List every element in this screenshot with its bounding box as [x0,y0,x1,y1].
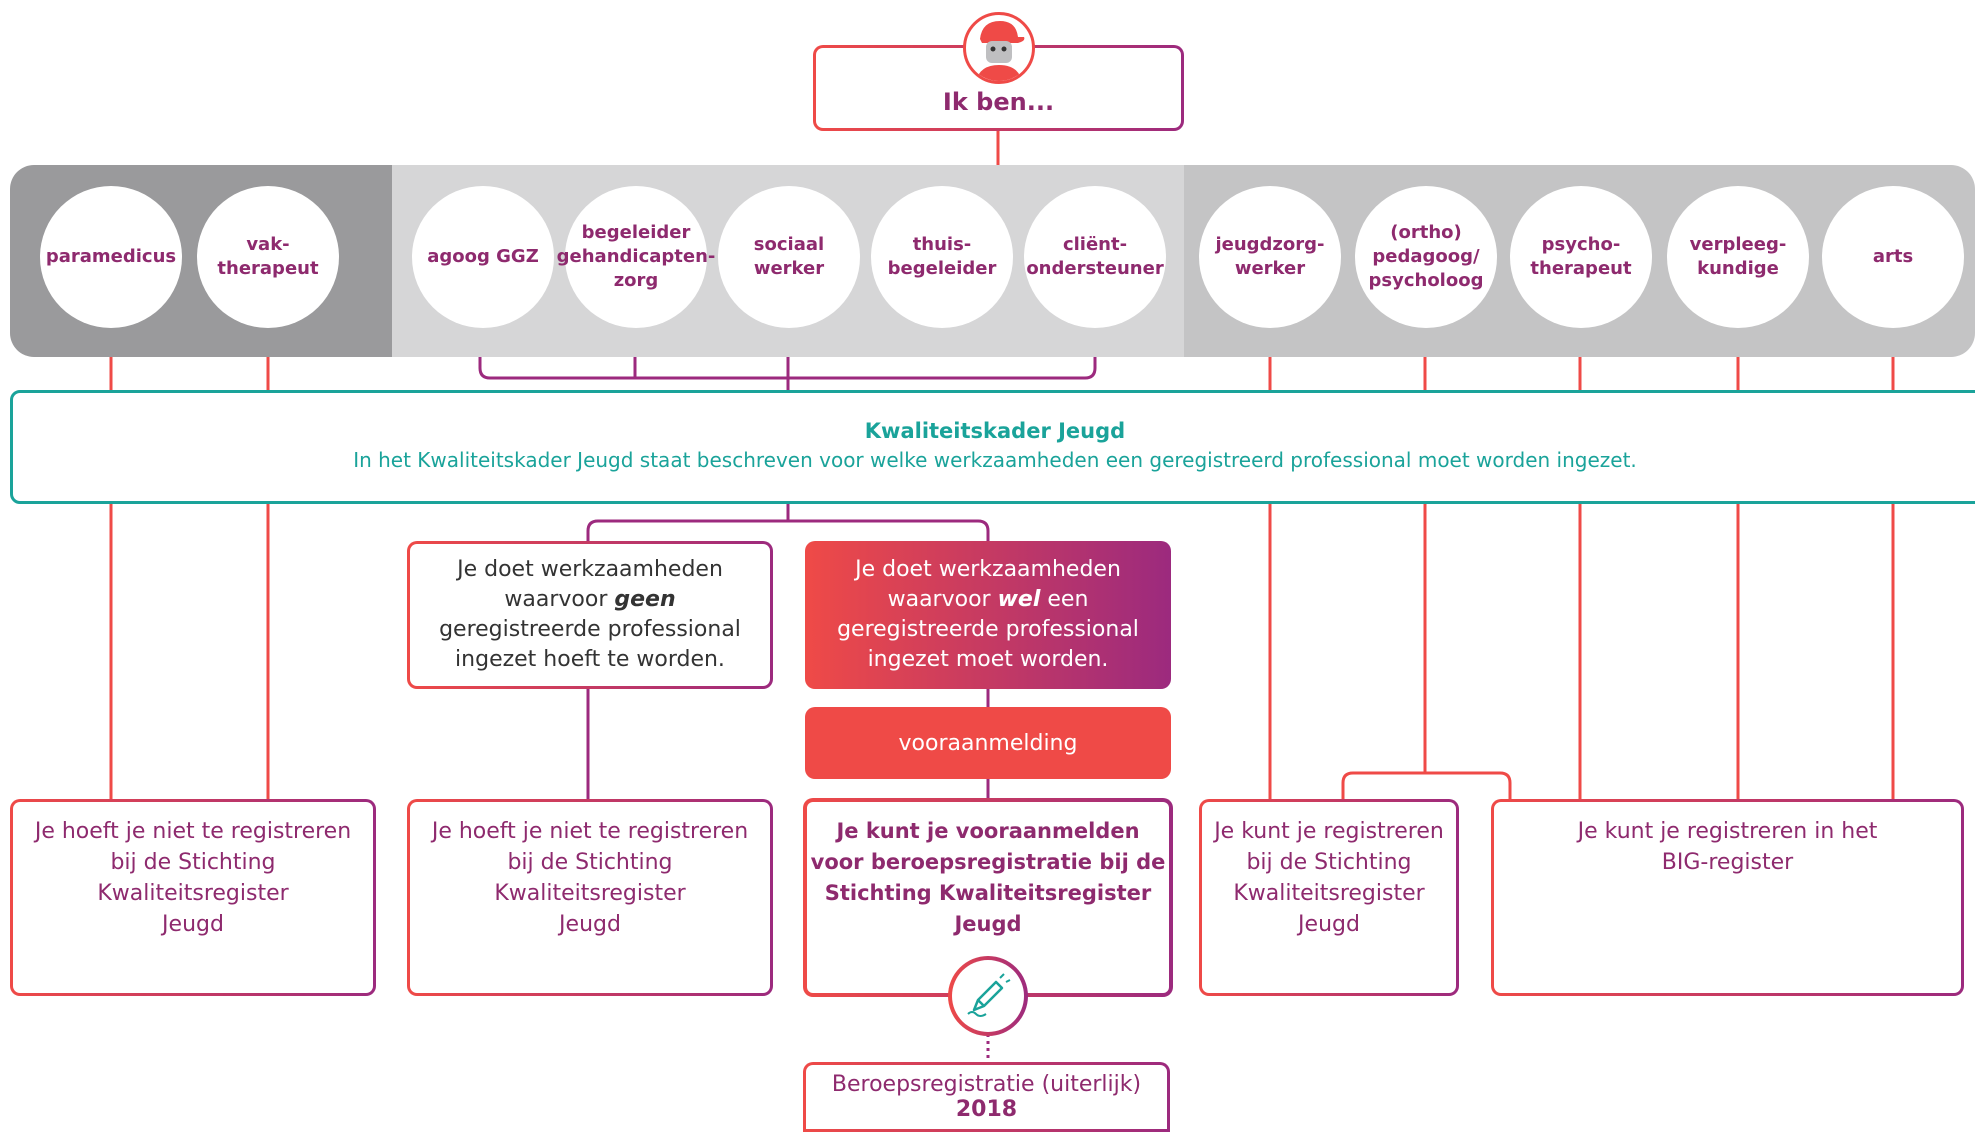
pen-icon [948,956,1028,1036]
outcome-no-registration-1: Je hoeft je niet te registreren bij de S… [10,799,376,996]
outcome-skj-register: Je kunt je registreren bij de Stichting … [1199,799,1459,996]
profession-thuisbegeleider: thuis- begeleider [871,186,1013,328]
profession-psychotherapeut: psycho- therapeut [1510,186,1652,328]
profession-sociaal-werker: sociaal werker [718,186,860,328]
preregistration-label: vooraanmelding [898,730,1078,756]
outcome-big-register-text: Je kunt je registreren in het BIG-regist… [1577,819,1878,875]
work-no-registration-box: Je doet werkzaamheden waarvoor geen gere… [407,541,773,689]
framework-box: Kwaliteitskader Jeugd In het Kwaliteitsk… [10,390,1975,504]
profession-orthopedagoog: (ortho) pedagoog/ psycholoog [1355,186,1497,328]
outcome-no-registration-2-text: Je hoeft je niet te registreren bij de S… [431,819,749,937]
registration-deadline-box: Beroepsregistratie (uiterlijk) 2018 [803,1062,1170,1132]
profession-agoog-ggz: agoog GGZ [412,186,554,328]
outcome-preregister-text: Je kunt je vooraanmelden voor beroepsreg… [810,819,1166,936]
outcome-skj-register-text: Je kunt je registreren bij de Stichting … [1214,819,1444,937]
framework-description: In het Kwaliteitskader Jeugd staat besch… [353,448,1637,472]
preregistration-banner: vooraanmelding [805,707,1171,779]
registration-deadline-text: Beroepsregistratie (uiterlijk) 2018 [831,1072,1142,1122]
header-label: Ik ben... [942,88,1055,116]
profession-jeugdzorgwerker: jeugdzorg- werker [1199,186,1341,328]
profession-arts: arts [1822,186,1964,328]
outcome-no-registration-1-text: Je hoeft je niet te registreren bij de S… [34,819,352,937]
outcome-no-registration-2: Je hoeft je niet te registreren bij de S… [407,799,773,996]
profession-begeleider: begeleider gehandicapten- zorg [557,186,715,328]
profession-vaktherapeut: vak- therapeut [197,186,339,328]
person-icon [963,12,1035,84]
profession-clientondersteuner: cliënt- ondersteuner [1024,186,1166,328]
work-registration-box: Je doet werkzaamheden waarvoor wel een g… [805,541,1171,689]
outcome-preregister: Je kunt je vooraanmelden voor beroepsreg… [803,798,1173,997]
profession-verpleegkundige: verpleeg- kundige [1667,186,1809,328]
work-registration-text: Je doet werkzaamheden waarvoor wel een g… [837,557,1139,672]
framework-title: Kwaliteitskader Jeugd [864,419,1126,443]
outcome-big-register: Je kunt je registreren in het BIG-regist… [1491,799,1964,996]
profession-paramedicus: paramedicus [40,186,182,328]
work-no-registration-text: Je doet werkzaamheden waarvoor geen gere… [439,557,741,672]
